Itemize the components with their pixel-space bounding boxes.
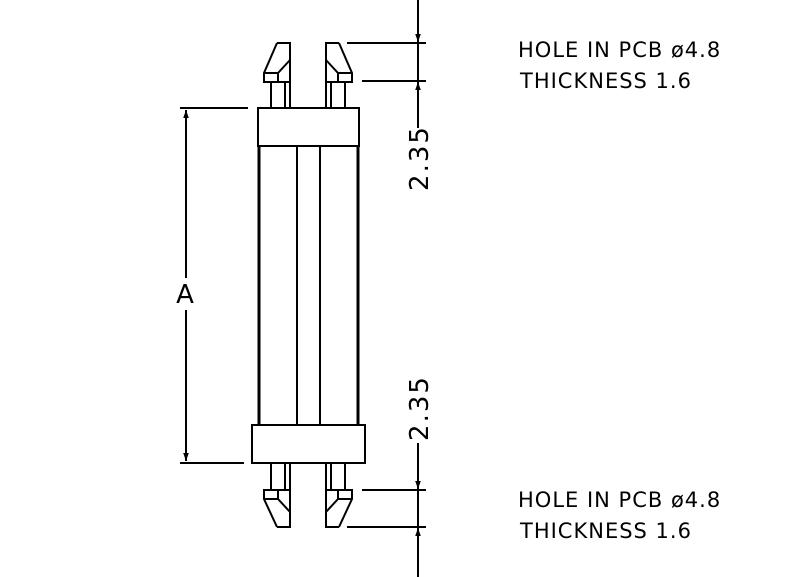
bottom-clip-right — [325, 463, 353, 528]
bottom-clip-left — [263, 463, 291, 528]
dimension-top-label: 2.35 — [405, 125, 435, 191]
top-note-hole: HOLE IN PCB ø4.8 — [518, 38, 721, 62]
top-clip-left — [263, 42, 291, 108]
dimension-bottom-clip: 2.35 — [347, 375, 435, 577]
dimension-top-clip: 2.35 — [347, 0, 435, 191]
dimension-bottom-label: 2.35 — [405, 375, 435, 441]
dimension-a-label: A — [176, 280, 196, 310]
bottom-note-hole: HOLE IN PCB ø4.8 — [518, 488, 721, 512]
bottom-collar — [251, 424, 366, 464]
top-collar — [257, 107, 360, 147]
dimension-a: A — [176, 107, 248, 464]
bottom-note-thickness: THICKNESS 1.6 — [519, 519, 692, 543]
top-note-thickness: THICKNESS 1.6 — [519, 69, 692, 93]
top-clip-right — [325, 42, 353, 108]
body — [257, 145, 360, 425]
